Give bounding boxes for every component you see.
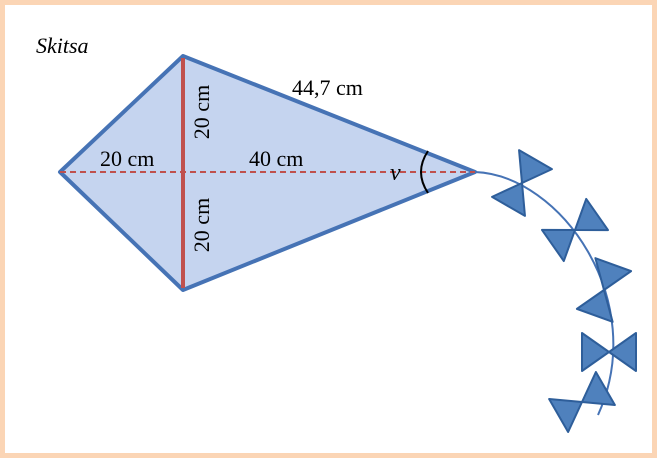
label-right-part: 40 cm [249,146,303,171]
tail-bow-3 [575,257,633,323]
sketch-title: Skitsa [36,33,89,58]
angle-arc [420,150,429,194]
label-top-half: 20 cm [189,85,214,139]
label-side-long: 44,7 cm [292,75,363,100]
tail-string [474,171,615,416]
tail-bow-1 [491,149,553,217]
label-left-part: 20 cm [100,146,154,171]
tail-bow-2 [540,197,610,263]
tail-bow-5 [548,371,616,433]
tail-bow-4 [581,332,637,372]
angle-label: v [390,160,401,186]
label-bottom-half: 20 cm [189,198,214,252]
